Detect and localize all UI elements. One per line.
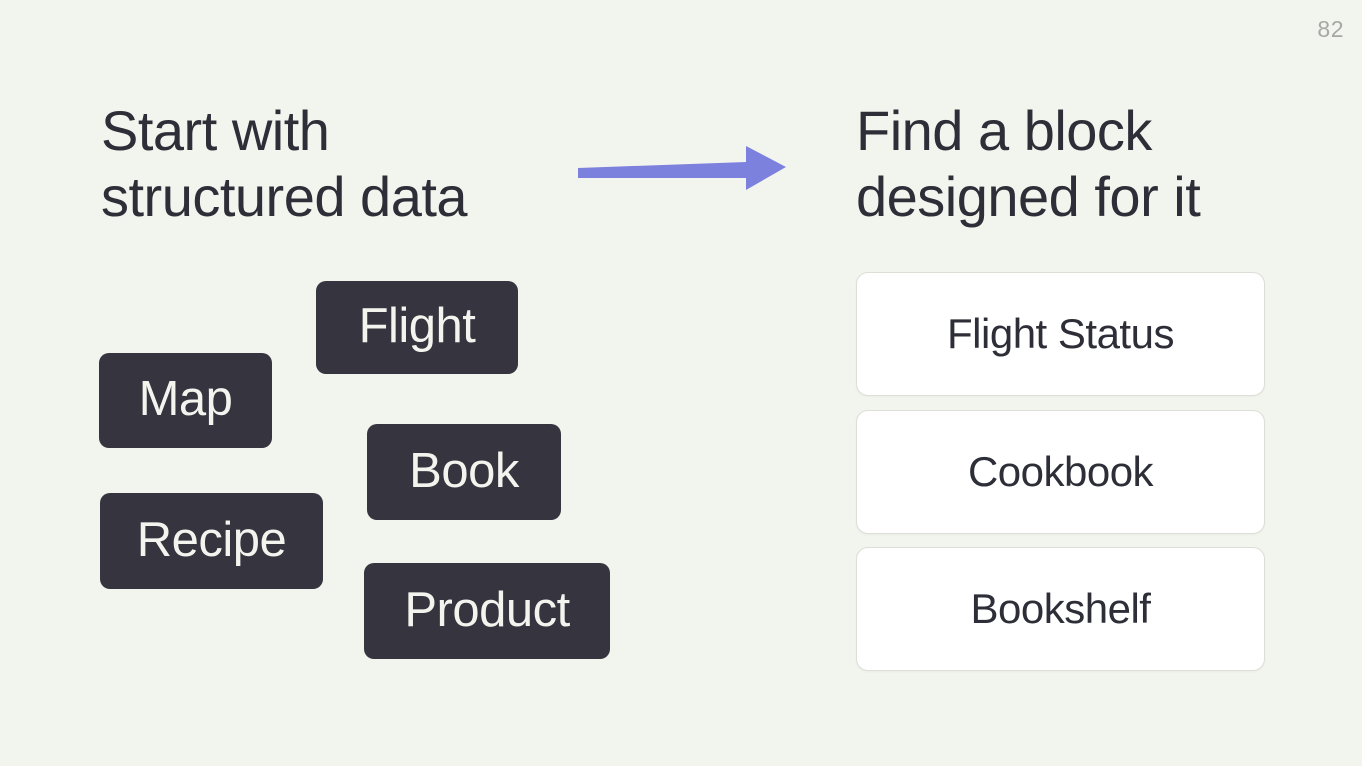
- page-number: 82: [1317, 16, 1344, 42]
- card-label: Flight Status: [947, 310, 1174, 357]
- right-heading: Find a block designed for it: [856, 98, 1201, 230]
- right-arrow-icon: [578, 146, 786, 190]
- left-heading-line2: structured data: [101, 165, 468, 228]
- right-heading-line2: designed for it: [856, 165, 1201, 228]
- chip-label: Product: [404, 582, 570, 637]
- data-chip-book: Book: [367, 424, 561, 520]
- data-chip-map: Map: [99, 353, 272, 448]
- block-card-bookshelf: Bookshelf: [856, 547, 1265, 671]
- chip-label: Book: [409, 443, 519, 498]
- block-card-flight-status: Flight Status: [856, 272, 1265, 396]
- right-heading-line1: Find a block: [856, 99, 1152, 162]
- data-chip-recipe: Recipe: [100, 493, 323, 589]
- card-label: Bookshelf: [970, 585, 1151, 632]
- chip-label: Map: [138, 372, 233, 426]
- chip-label: Flight: [358, 299, 476, 353]
- data-chip-product: Product: [364, 563, 610, 659]
- data-chip-flight: Flight: [316, 281, 518, 374]
- left-heading-line1: Start with: [101, 99, 330, 162]
- chip-label: Recipe: [136, 512, 287, 567]
- block-card-cookbook: Cookbook: [856, 410, 1265, 534]
- card-label: Cookbook: [967, 448, 1154, 495]
- left-heading: Start with structured data: [101, 98, 468, 230]
